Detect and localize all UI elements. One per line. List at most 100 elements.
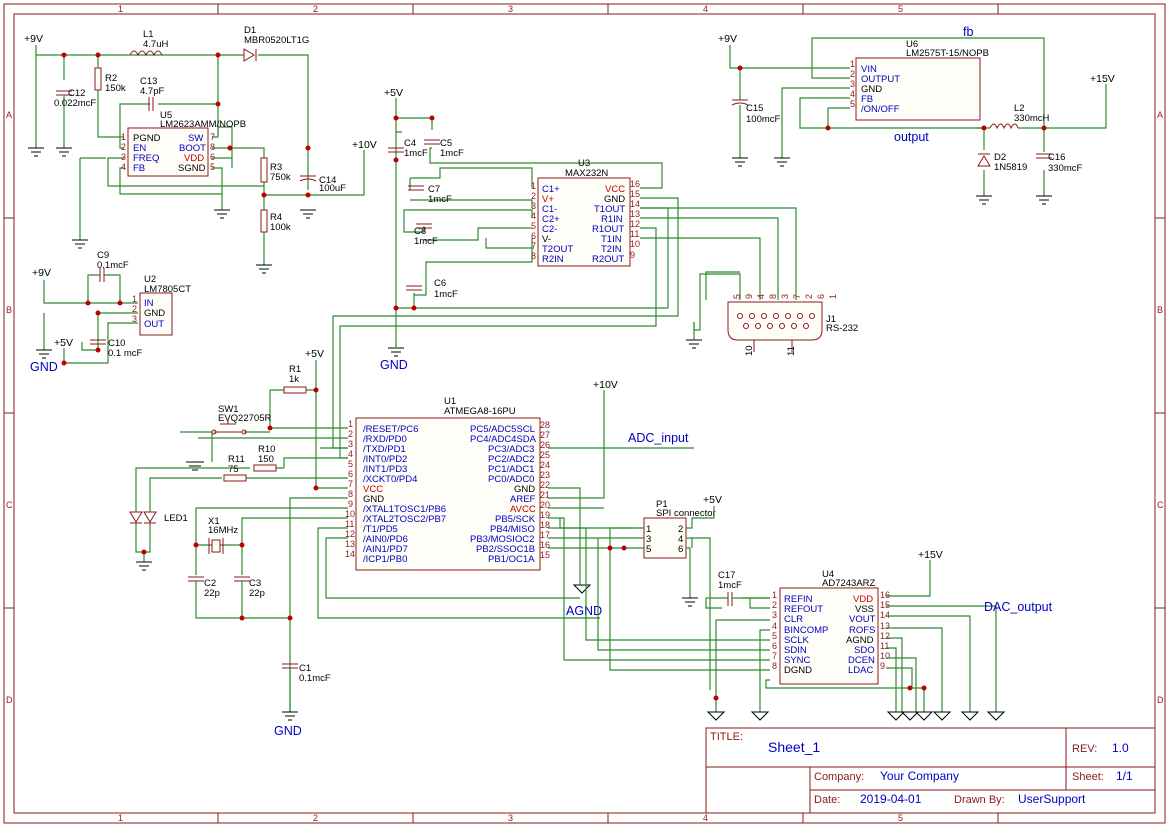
drawn-label: Drawn By: — [954, 794, 1005, 806]
ref-U5: U5 — [160, 110, 172, 121]
svg-text:FB: FB — [861, 94, 873, 105]
value-C2: 22p — [204, 588, 220, 599]
svg-text:4: 4 — [850, 89, 855, 99]
ref-LED1: LED1 — [164, 513, 188, 524]
svg-text:R1IN: R1IN — [601, 214, 623, 225]
svg-text:7: 7 — [531, 241, 536, 251]
svg-text:T2OUT: T2OUT — [542, 244, 573, 255]
svg-text:AGND: AGND — [846, 635, 874, 646]
ref-D1: D1 — [244, 25, 256, 36]
sheet-title: Sheet_1 — [768, 739, 820, 755]
svg-text:8: 8 — [531, 251, 536, 261]
net-label: +10V — [352, 139, 377, 151]
svg-text:2: 2 — [348, 429, 353, 439]
svg-text:9: 9 — [744, 294, 754, 299]
value-R10: 150 — [258, 454, 274, 465]
net-label-agnd: AGND — [566, 604, 602, 618]
value-C8: 1mcF — [414, 236, 438, 247]
value-C14: 100uF — [319, 183, 346, 194]
ic-U1 — [355, 417, 541, 571]
svg-text:5: 5 — [850, 99, 855, 109]
ref-C2: C2 — [204, 578, 216, 589]
svg-text:SCLK: SCLK — [784, 635, 809, 646]
svg-text:PB4/MISO: PB4/MISO — [490, 524, 535, 535]
svg-text:4: 4 — [121, 162, 126, 172]
row-label-right: C — [1157, 500, 1164, 510]
svg-text:11: 11 — [786, 346, 797, 356]
svg-text:ROFS: ROFS — [849, 625, 875, 636]
value-C16: 330mcF — [1048, 163, 1083, 174]
svg-text:9: 9 — [880, 661, 885, 671]
ic-U4 — [779, 587, 879, 685]
value-U6: LM2575T-15/NOPB — [906, 48, 989, 59]
svg-text:3: 3 — [772, 610, 777, 620]
svg-text:/XCKT0/PD4: /XCKT0/PD4 — [363, 474, 417, 485]
header-P1 — [643, 517, 687, 559]
svg-text:6: 6 — [678, 544, 683, 555]
svg-text:GND: GND — [363, 494, 384, 505]
svg-text:/ICP1/PB0: /ICP1/PB0 — [363, 554, 407, 565]
led-1 — [129, 511, 143, 523]
value-R1: 1k — [289, 374, 299, 385]
svg-text:/AIN0/PD6: /AIN0/PD6 — [363, 534, 408, 545]
resistor-R11 — [223, 474, 247, 482]
diode-D1 — [243, 48, 255, 62]
svg-text:C2+: C2+ — [542, 214, 560, 225]
ref-L2: L2 — [1014, 103, 1025, 114]
svg-text:15: 15 — [540, 550, 550, 560]
ref-C5: C5 — [440, 138, 452, 149]
ref-C15: C15 — [746, 103, 763, 114]
svg-text:OUT: OUT — [144, 319, 164, 330]
svg-text:PC0/ADC0: PC0/ADC0 — [488, 474, 534, 485]
value-C12: 0.022mcF — [54, 98, 96, 109]
ref-U4: U4 — [822, 569, 834, 580]
svg-text:CLR: CLR — [784, 614, 803, 625]
svg-text:1: 1 — [348, 419, 353, 429]
net-label: +5V — [54, 337, 73, 349]
svg-text:11: 11 — [345, 519, 354, 529]
col-label-bottom: 3 — [508, 813, 513, 823]
svg-text:10: 10 — [630, 239, 640, 249]
ref-C10: C10 — [108, 338, 125, 349]
net-label: +9V — [718, 33, 737, 45]
row-label-left: D — [6, 695, 13, 705]
ref-C12: C12 — [68, 88, 85, 99]
rev-value: 1.0 — [1112, 741, 1129, 755]
sheet-label: Sheet: — [1072, 771, 1104, 783]
svg-text:SGND: SGND — [178, 163, 206, 174]
date-value: 2019-04-01 — [860, 792, 922, 806]
svg-text:7: 7 — [772, 651, 777, 661]
svg-text:PC2/ADC2: PC2/ADC2 — [488, 454, 534, 465]
svg-text:SW: SW — [188, 133, 203, 144]
ref-C4: C4 — [404, 138, 416, 149]
ref-C8: C8 — [414, 226, 426, 237]
ref-J1: J1 — [826, 314, 836, 325]
svg-text:16: 16 — [630, 179, 640, 189]
svg-text:27: 27 — [540, 430, 550, 440]
ref-X1: X1 — [208, 516, 220, 527]
value-R2: 150k — [105, 83, 126, 94]
resistor-R3 — [260, 157, 268, 183]
svg-text:V-: V- — [542, 234, 551, 245]
led-2 — [143, 511, 157, 523]
svg-text:PB5/SCK: PB5/SCK — [495, 514, 536, 525]
svg-text:FREQ: FREQ — [133, 153, 159, 164]
value-C15: 100mcF — [746, 114, 781, 125]
value-D1: MBR0520LT1G — [244, 35, 309, 46]
svg-text:18: 18 — [540, 520, 550, 530]
svg-text:7: 7 — [210, 132, 215, 142]
ground-symbols — [28, 147, 316, 274]
svg-text:SDIN: SDIN — [784, 645, 807, 656]
value-C13: 4.7pF — [140, 86, 164, 97]
value-C10: 0.1 mcF — [108, 348, 143, 359]
svg-text:/INT1/PD3: /INT1/PD3 — [363, 464, 407, 475]
svg-text:C1-: C1- — [542, 204, 557, 215]
row-label-right: B — [1157, 305, 1163, 315]
svg-text:13: 13 — [880, 621, 890, 631]
svg-text:25: 25 — [540, 450, 550, 460]
value-R4: 100k — [270, 222, 291, 233]
svg-text:OUTPUT: OUTPUT — [861, 74, 900, 85]
